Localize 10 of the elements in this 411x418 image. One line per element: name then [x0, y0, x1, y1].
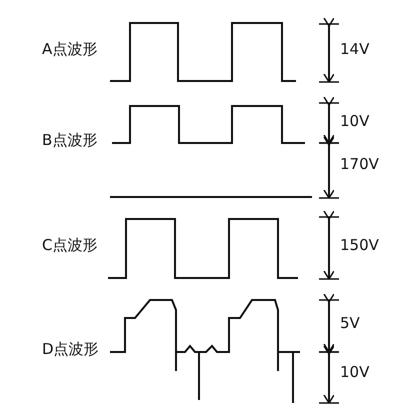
waveform-label: D点波形 [42, 342, 99, 357]
waveform-label: C点波形 [42, 238, 98, 253]
voltage-label: 10V [340, 114, 370, 129]
voltage-label: 5V [340, 316, 360, 331]
waveform-label: A点波形 [42, 42, 98, 57]
voltage-label: 10V [340, 365, 370, 380]
voltage-label: 170V [340, 157, 379, 172]
voltage-label: 14V [340, 42, 370, 57]
waveform-label: B点波形 [42, 133, 98, 148]
voltage-label: 150V [340, 238, 379, 253]
